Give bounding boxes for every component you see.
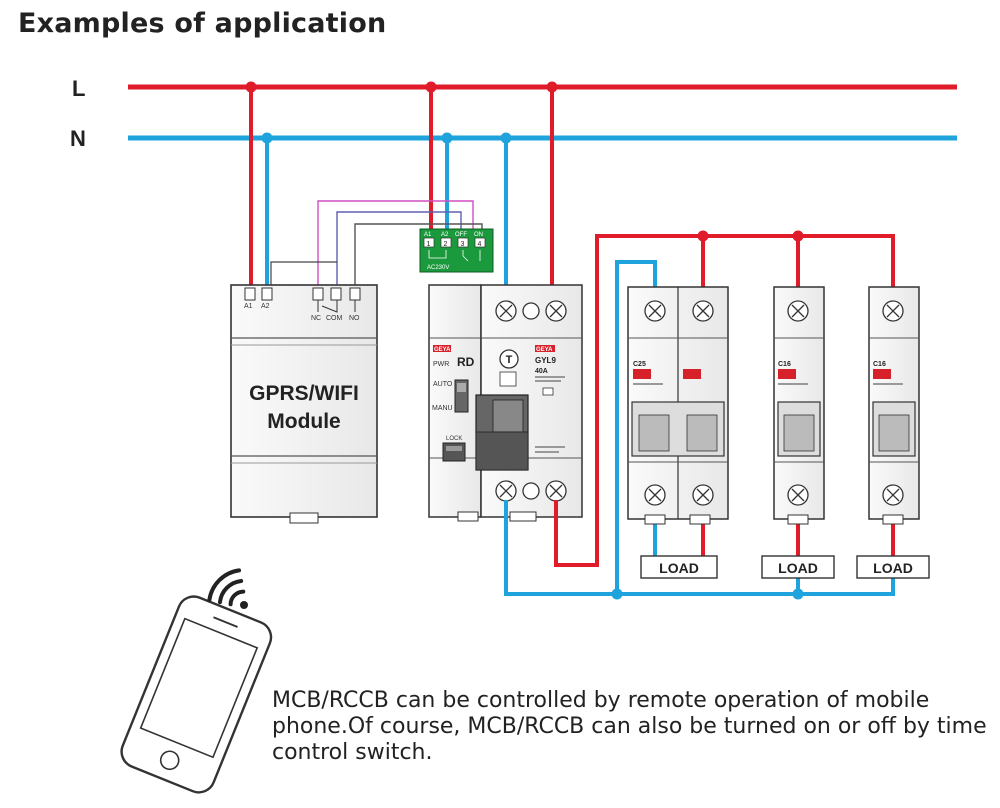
junction-dot [500, 132, 512, 144]
relay-label-on: ON [474, 232, 483, 238]
junction-dot [425, 81, 437, 93]
junction-dot [245, 81, 257, 93]
mcb-breaker-1: C25 [627, 286, 729, 525]
mcb2-rating: C16 [778, 361, 791, 368]
relay-control-block: A1 A2 OFF ON 1 2 3 4 AC230V [419, 228, 494, 273]
control-wire-no [354, 223, 483, 290]
relay-num-4: 4 [478, 241, 482, 248]
junction-dot [792, 588, 804, 600]
neutral-to-mcb1 [615, 260, 657, 594]
relay-voltage: AC230V [427, 265, 449, 271]
mcb-breaker-2: C16 [773, 286, 825, 525]
module-terminal-com: COM [326, 315, 343, 322]
module-terminal-a2: A2 [261, 303, 270, 310]
caption-text: MCB/RCCB can be controlled by remote ope… [272, 688, 987, 765]
control-wire-nc [317, 200, 474, 290]
rd-actuator-unit: GEYA PWR RD AUTO MANU LOCK [428, 284, 482, 522]
module-title-line2: Module [267, 410, 341, 433]
rd-brand: GEYA [434, 347, 451, 353]
relay-num-3: 3 [461, 241, 465, 248]
module-terminal-no: NO [349, 315, 360, 322]
gprs-wifi-module: A1 A2 NC COM NO GPRS/WIFI Module [230, 284, 378, 524]
rccb-rating: 40A [535, 368, 548, 375]
control-wire-bridge [270, 261, 337, 290]
relay-label-a1: A1 [424, 232, 432, 238]
mcb-breaker-3: C16 [868, 286, 920, 525]
rd-pwr: PWR [433, 361, 449, 368]
module-title-line1: GPRS/WIFI [249, 382, 359, 405]
rd-lock-slider[interactable] [442, 442, 466, 462]
rccb-test-button[interactable] [499, 349, 519, 369]
rccb-model: GYL9 [535, 356, 556, 365]
load-box-2: LOAD [761, 555, 835, 579]
wifi-icon [207, 568, 248, 609]
junction-dot [611, 588, 623, 600]
smartphone-icon [120, 595, 273, 794]
module-terminal-nc: NC [311, 315, 321, 322]
junction-dot [546, 81, 558, 93]
live-feeder [554, 234, 895, 567]
rccb-test-label: T [506, 354, 513, 366]
relay-label-off: OFF [455, 232, 467, 238]
neutral-line-label: N [70, 126, 86, 151]
load-label-2: LOAD [778, 560, 818, 576]
load-box-3: LOAD [856, 555, 930, 579]
rd-manu: MANU [432, 405, 453, 412]
load-label-1: LOAD [659, 560, 699, 576]
mcb3-rating: C16 [873, 361, 886, 368]
load-box-1: LOAD [640, 555, 718, 579]
relay-num-2: 2 [444, 241, 448, 248]
junction-dot [792, 230, 804, 242]
mcb1-rating: C25 [633, 361, 646, 368]
module-terminal-a1: A1 [244, 303, 253, 310]
relay-num-1: 1 [427, 241, 431, 248]
rd-name: RD [457, 355, 475, 369]
control-wire-com [336, 211, 462, 290]
junction-dot [261, 132, 273, 144]
rd-lock: LOCK [446, 436, 462, 442]
load-label-3: LOAD [873, 560, 913, 576]
junction-dot [697, 230, 709, 242]
live-line-label: L [72, 76, 85, 101]
junction-dot [441, 132, 453, 144]
rccb-brand: GEYA [536, 347, 553, 353]
rd-auto: AUTO [433, 381, 453, 388]
rccb-breaker: T GEYA GYL9 40A [475, 284, 583, 522]
relay-label-a2: A2 [441, 232, 449, 238]
page-title: Examples of application [18, 8, 387, 39]
